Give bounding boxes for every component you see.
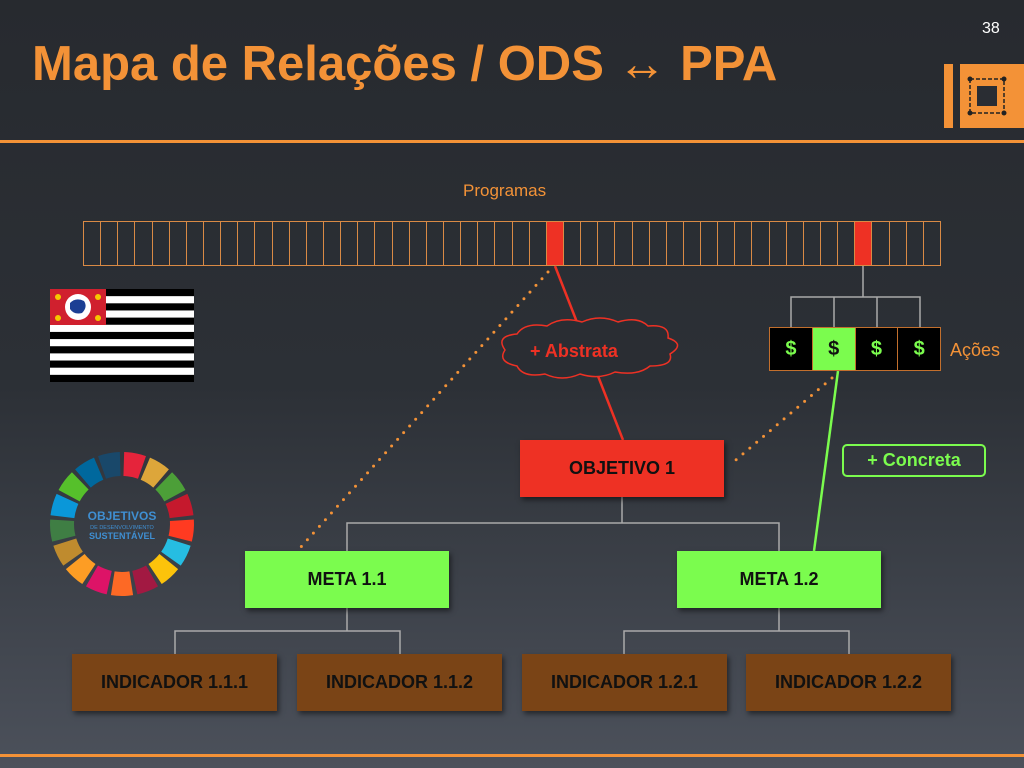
programa-cell	[804, 222, 822, 265]
indicador-box: INDICADOR 1.2.2	[746, 654, 951, 711]
sdg-subtitle2: SUSTENTÁVEL	[89, 531, 156, 541]
programa-cell	[290, 222, 307, 265]
sao-paulo-flag-icon	[50, 289, 194, 382]
programa-cell	[667, 222, 684, 265]
programa-cell	[495, 222, 513, 265]
indicador-box: INDICADOR 1.1.2	[297, 654, 502, 711]
programa-cell	[650, 222, 667, 265]
programa-cell	[684, 222, 702, 265]
acao-cell-selected: $	[812, 328, 856, 370]
programas-label: Programas	[463, 181, 547, 200]
programa-cell-selected	[855, 222, 873, 265]
sdg-title: OBJETIVOS	[88, 509, 157, 523]
programa-cell	[752, 222, 770, 265]
footer-divider	[0, 754, 1024, 757]
programa-cell-selected	[546, 222, 564, 265]
sdg-segment	[168, 519, 195, 542]
programa-cell	[427, 222, 444, 265]
programa-cell	[118, 222, 136, 265]
programa-cell	[598, 222, 616, 265]
acao-cell: $	[855, 328, 899, 370]
indicador-box: INDICADOR 1.2.1	[522, 654, 727, 711]
programa-cell	[701, 222, 719, 265]
sdg-segment	[161, 538, 191, 566]
sdg-segment	[132, 565, 159, 595]
programa-cell	[615, 222, 633, 265]
sdg-segment	[110, 571, 134, 596]
programa-cell	[907, 222, 924, 265]
sdg-segment	[140, 457, 169, 488]
sdg-segment	[148, 554, 179, 585]
objetivo-box: OBJETIVO 1	[520, 440, 724, 497]
sdg-segment	[98, 452, 121, 479]
programa-cell	[770, 222, 787, 265]
programa-cell	[444, 222, 462, 265]
programa-cell	[838, 222, 856, 265]
programa-cell	[530, 222, 547, 265]
programa-cell	[393, 222, 410, 265]
programa-cell	[307, 222, 324, 265]
sdg-segment	[50, 519, 76, 542]
acoes-label: Ações	[950, 340, 1001, 360]
programa-cell	[821, 222, 839, 265]
programa-cell	[633, 222, 650, 265]
frame-logo-icon	[944, 64, 1024, 128]
sdg-subtitle: DE DESENVOLVIMENTO	[90, 525, 154, 531]
programa-cell	[410, 222, 427, 265]
acoes-bar: $ $ $ $	[769, 327, 941, 371]
meta-box: META 1.1	[245, 551, 449, 608]
concrete-link	[812, 370, 840, 552]
programa-cell	[273, 222, 290, 265]
programa-cell	[170, 222, 187, 265]
programa-cell	[204, 222, 222, 265]
programa-cell	[187, 222, 204, 265]
programa-cell	[513, 222, 530, 265]
programa-cell	[478, 222, 496, 265]
programa-cell	[718, 222, 736, 265]
cloud-shape	[501, 317, 679, 379]
programa-cell	[84, 222, 102, 265]
programa-cell	[101, 222, 119, 265]
sdg-wheel-icon: OBJETIVOS DE DESENVOLVIMENTO SUSTENTÁVEL	[50, 452, 195, 596]
programa-cell	[581, 222, 599, 265]
sdg-segment	[75, 457, 104, 488]
sdg-segment	[53, 538, 83, 566]
sdg-segment	[165, 493, 194, 519]
programa-cell	[735, 222, 753, 265]
header-divider	[0, 140, 1024, 143]
abstrata-label: + Abstrata	[530, 341, 618, 361]
slide-title: Mapa de Relações / ODS ↔ PPA	[32, 37, 778, 91]
programa-cell	[255, 222, 273, 265]
programa-cell	[375, 222, 393, 265]
sdg-segment	[50, 493, 79, 519]
page-number: 38	[982, 20, 1000, 37]
sdg-segment	[155, 472, 186, 502]
programa-cell	[461, 222, 479, 265]
sdg-segment	[58, 472, 89, 502]
meta-box: META 1.2	[677, 551, 881, 608]
programa-cell	[324, 222, 342, 265]
programa-cell	[238, 222, 256, 265]
sdg-segment	[85, 565, 112, 595]
sdg-segment	[123, 452, 146, 479]
programa-cell	[153, 222, 170, 265]
programas-bar	[83, 221, 941, 266]
programa-cell	[341, 222, 359, 265]
programa-cell	[564, 222, 582, 265]
acao-cell: $	[898, 328, 940, 370]
programa-cell	[787, 222, 804, 265]
programa-cell	[135, 222, 153, 265]
programa-cell	[221, 222, 239, 265]
programa-cell	[890, 222, 907, 265]
concreta-label: + Concreta	[842, 444, 986, 477]
programa-cell	[358, 222, 376, 265]
acao-cell: $	[770, 328, 813, 370]
sdg-segment	[65, 554, 96, 585]
programa-cell	[872, 222, 890, 265]
indicador-box: INDICADOR 1.1.1	[72, 654, 277, 711]
